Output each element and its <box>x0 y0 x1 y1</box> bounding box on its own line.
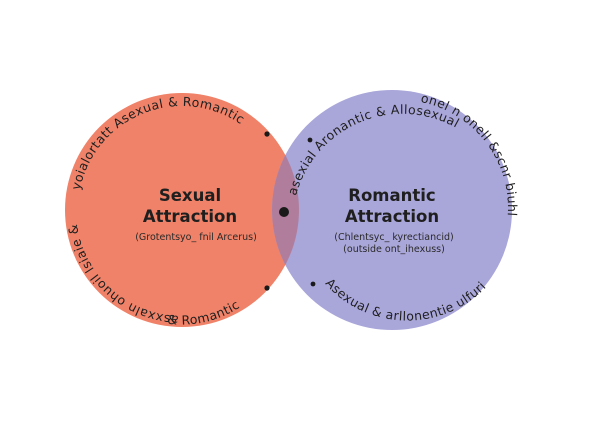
right-circle-subtitle-line1: (Chlentsyc_ kyrectiancid) <box>334 232 454 243</box>
left-circle-title-line1: Sexual <box>159 186 221 205</box>
left-circle-subtitle: (Grotentsyo_ fnil Arcerus) <box>135 232 257 243</box>
left-top-dot <box>264 131 270 137</box>
right-circle-title-line2: Attraction <box>345 207 439 226</box>
right-circle-title-line1: Romantic <box>348 186 435 205</box>
left-circle-sexual-attraction <box>65 93 299 327</box>
right-top-dot <box>307 137 313 143</box>
right-bottom-dot <box>310 281 316 287</box>
right-circle-subtitle-line2: (outside ont_ihexuss) <box>343 244 445 255</box>
left-bottom-dot <box>264 285 270 291</box>
left-circle-title-line2: Attraction <box>143 207 237 226</box>
right-circle-romantic-attraction <box>272 90 512 330</box>
center-dot <box>279 207 289 217</box>
